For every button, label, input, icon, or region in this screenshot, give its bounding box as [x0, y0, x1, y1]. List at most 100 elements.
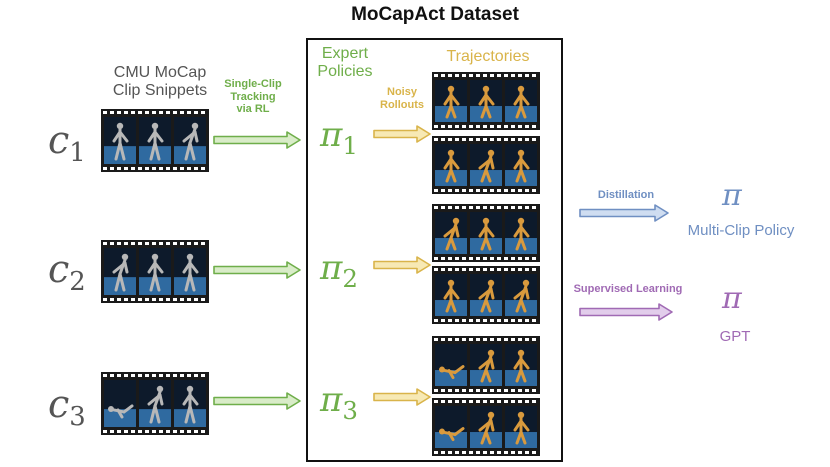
trajectory-filmstrip-5-sprocket-top-1: [441, 338, 445, 341]
trajectory-filmstrip-4-sprocket-top-6: [476, 268, 480, 271]
trajectory-filmstrip-2-sprocket-top-6: [476, 138, 480, 141]
trajectory-filmstrip-1-sprocket-top-2: [448, 74, 452, 77]
clip-filmstrip-1-humanoid-2-leg-right: [188, 141, 196, 161]
trajectory-filmstrip-1-sprocket-top-7: [483, 74, 487, 77]
clip-filmstrip-3-sprocket-bottom-9: [166, 430, 170, 433]
trajectory-filmstrip-1-sprocket-bottom-5: [469, 125, 473, 128]
trajectory-filmstrip-3-humanoid-0-arm-right: [454, 225, 460, 238]
trajectory-filmstrip-1-humanoid-0-arm-right: [449, 93, 460, 106]
trajectory-filmstrip-4-sprocket-bottom-12: [518, 319, 522, 322]
trajectory-filmstrip-4-sprocket-top-7: [483, 268, 487, 271]
trajectory-filmstrip-3-sprocket-top-3: [455, 206, 459, 209]
trajectory-filmstrip-4-humanoid-0-arm-left: [443, 287, 453, 300]
trajectory-filmstrip-2-humanoid-0-arm-right: [449, 157, 460, 170]
supervised-learning-arrow: [579, 303, 673, 321]
clip-filmstrip-3-humanoid-2-leg-right: [188, 404, 196, 424]
trajectory-filmstrip-4-sprocket-top-8: [490, 268, 494, 271]
expert-policy-1-letter: π: [320, 115, 343, 155]
trajectory-filmstrip-5-sprocket-bottom-0: [434, 389, 438, 392]
clip-filmstrip-3-sprocket-bottom-8: [159, 430, 163, 433]
trajectory-filmstrip-2-humanoid-1-arm-right: [489, 157, 495, 170]
trajectory-filmstrip-6-humanoid-0: [439, 427, 465, 442]
trajectory-filmstrip-5-sprocket-bottom-13: [525, 389, 529, 392]
clip-filmstrip-2-sprocket-bottom-11: [180, 298, 184, 301]
trajectory-filmstrip-1-sprocket-bottom-14: [532, 125, 536, 128]
trajectory-filmstrip-3-sprocket-top-7: [483, 206, 487, 209]
clip-filmstrip-2-sprocket-bottom-8: [159, 298, 163, 301]
trajectory-filmstrip-6-floor-1: [470, 432, 502, 448]
tracking-arrow-2: [213, 261, 301, 279]
trajectory-filmstrip-4-sprocket-bottom-13: [525, 319, 529, 322]
trajectory-filmstrip-5-humanoid-1-arm-right: [489, 357, 495, 370]
trajectory-filmstrip-1-humanoid-0-head: [447, 85, 455, 93]
trajectory-filmstrip-5-humanoid-0: [439, 365, 465, 380]
trajectory-filmstrip-1-sprocket-top-9: [497, 74, 501, 77]
clip-filmstrip-2-humanoid-0-arm-right: [123, 261, 129, 274]
trajectory-filmstrip-4-humanoid-1: [478, 279, 495, 313]
clip-filmstrip-3-humanoid-0-leg: [122, 404, 134, 414]
clip-filmstrip-3-sprocket-bottom-10: [173, 430, 177, 433]
clip-filmstrip-2-sprocket-top-7: [152, 242, 156, 245]
trajectory-filmstrip-1-sprocket-top-5: [469, 74, 473, 77]
trajectory-filmstrip-4-humanoid-1-arm-left: [478, 287, 493, 300]
trajectory-filmstrip-6-sprocket-bottom-2: [448, 451, 452, 454]
trajectory-filmstrip-3-sprocket-bottom-8: [490, 257, 494, 260]
trajectory-filmstrip-1-sprocket-bottom-9: [497, 125, 501, 128]
trajectory-filmstrip-5-humanoid-1-leg-right: [484, 368, 492, 383]
clip-filmstrip-3-sprocket-bottom-12: [187, 430, 191, 433]
distillation-arrow: [579, 204, 669, 222]
clip-filmstrip-2-humanoid-0: [112, 253, 129, 292]
clip-filmstrip-3-humanoid-2-arm-left: [182, 393, 192, 406]
trajectory-filmstrip-3-sprocket-top-0: [434, 206, 438, 209]
trajectory-filmstrip-3-sprocket-top-14: [532, 206, 536, 209]
trajectory-filmstrip-6-sprocket-bottom-3: [455, 451, 459, 454]
trajectory-filmstrip-5-sprocket-top-0: [434, 338, 438, 341]
trajectory-filmstrip-5-sprocket-top-2: [448, 338, 452, 341]
trajectory-filmstrip-4-sprocket-bottom-0: [434, 319, 438, 322]
trajectory-filmstrip-3-sprocket-bottom-0: [434, 257, 438, 260]
clip-filmstrip-3-sprocket-top-0: [103, 374, 107, 377]
trajectory-filmstrip-1-sprocket-top-1: [441, 74, 445, 77]
trajectory-filmstrip-3-humanoid-2-head: [517, 217, 525, 225]
trajectory-filmstrip-5-sprocket-bottom-2: [448, 389, 452, 392]
clip-filmstrip-3-sprocket-top-9: [166, 374, 170, 377]
trajectory-filmstrip-2-sprocket-bottom-3: [455, 189, 459, 192]
trajectory-filmstrip-3-sprocket-bottom-14: [532, 257, 536, 260]
trajectory-filmstrip-6-sprocket-top-5: [469, 400, 473, 403]
clip-filmstrip-2-sprocket-bottom-4: [131, 298, 135, 301]
trajectory-filmstrip-6-floor-0: [435, 432, 467, 448]
clip-filmstrip-1-sprocket-bottom-9: [166, 167, 170, 170]
noisy-rollouts-label: Noisy Rollouts: [372, 86, 432, 111]
trajectory-filmstrip-1-humanoid-2-arm-right: [519, 93, 530, 106]
trajectory-filmstrip-5-sprocket-top-4: [462, 338, 466, 341]
clip-filmstrip-3-sprocket-top-1: [110, 374, 114, 377]
trajectory-filmstrip-1-sprocket-top-12: [518, 74, 522, 77]
trajectory-filmstrip-2-sprocket-top-2: [448, 138, 452, 141]
trajectory-filmstrip-4-humanoid-1-arm-right: [489, 287, 495, 300]
trajectory-filmstrip-2-sprocket-bottom-10: [504, 189, 508, 192]
trajectory-filmstrip-6-sprocket-top-8: [490, 400, 494, 403]
trajectory-filmstrip-5-sprocket-bottom-7: [483, 389, 487, 392]
trajectory-filmstrip-4-humanoid-1-leg-right: [484, 298, 492, 313]
clip-filmstrip-3-sprocket-top-5: [138, 374, 142, 377]
trajectory-filmstrip-4-sprocket-top-14: [532, 268, 536, 271]
trajectory-filmstrip-3-humanoid-1-arm-left: [478, 225, 488, 238]
clip-filmstrip-1-humanoid-2: [182, 122, 199, 161]
tracking-arrow-3: [213, 392, 301, 410]
trajectory-filmstrip-2-humanoid-0: [443, 149, 460, 183]
trajectory-filmstrip-5-humanoid-2-arm-left: [513, 357, 523, 370]
clip-filmstrip-2-sprocket-bottom-12: [187, 298, 191, 301]
filmstrips-layer: [101, 72, 540, 456]
trajectory-filmstrip-5-humanoid-1-arm-left: [478, 357, 493, 370]
clip-filmstrip-3-humanoid-1: [147, 385, 164, 424]
clip-filmstrip-3-floor-2: [174, 409, 206, 427]
trajectory-filmstrip-6-sprocket-bottom-7: [483, 451, 487, 454]
trajectory-filmstrip-6-sprocket-top-6: [476, 400, 480, 403]
clip-filmstrip-2-humanoid-1-head: [151, 253, 159, 261]
clip-filmstrip-3-humanoid-2-head: [186, 385, 194, 393]
trajectory-filmstrip-4-sprocket-top-2: [448, 268, 452, 271]
trajectory-filmstrip-5-sprocket-top-9: [497, 338, 501, 341]
trajectory-filmstrip-5-humanoid-2-arm-right: [519, 357, 530, 370]
trajectory-filmstrip-3-sprocket-bottom-9: [497, 257, 501, 260]
trajectory-filmstrip-3-humanoid-0-leg-right: [449, 236, 457, 251]
